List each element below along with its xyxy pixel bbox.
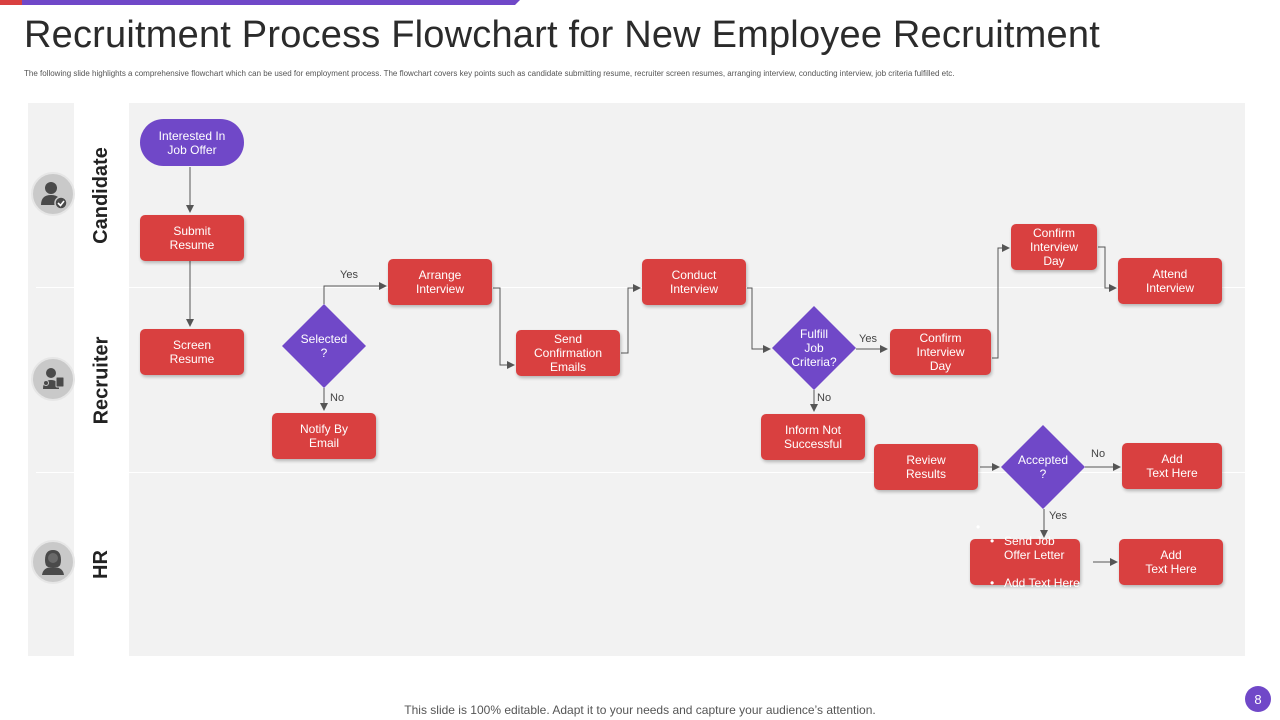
recruiter-icon <box>31 357 75 401</box>
node-confirm-interview-day-candidate[interactable]: Confirm Interview Day <box>1011 224 1097 270</box>
bullet-send-job-offer: Send Job Offer Letter <box>990 534 1080 562</box>
edge-label-selected-no: No <box>330 392 345 404</box>
node-send-confirmation-emails[interactable]: Send Confirmation Emails <box>516 330 620 376</box>
woman-user-icon <box>31 540 75 584</box>
node-submit-resume[interactable]: Submit Resume <box>140 215 244 261</box>
lane-divider-2 <box>36 472 1245 473</box>
page-title: Recruitment Process Flowchart for New Em… <box>24 14 1100 56</box>
accent-bar-red <box>0 0 22 5</box>
edge-label-accepted-no: No <box>1091 448 1106 460</box>
page-subtitle: The following slide highlights a compreh… <box>24 69 955 78</box>
node-conduct-interview[interactable]: Conduct Interview <box>642 259 746 305</box>
node-arrange-interview[interactable]: Arrange Interview <box>388 259 492 305</box>
node-add-text-here-1[interactable]: Add Text Here <box>1122 443 1222 489</box>
node-notify-by-email[interactable]: Notify By Email <box>272 413 376 459</box>
decision-accepted-shape <box>1001 425 1085 509</box>
decision-fulfill-shape <box>772 306 856 390</box>
edge-label-fulfill-yes: Yes <box>859 333 877 345</box>
lane-label-column <box>74 103 129 656</box>
node-review-results[interactable]: Review Results <box>874 444 978 490</box>
bullet-add-text: Add Text Here <box>990 576 1080 590</box>
node-selected-decision[interactable]: Selected ? <box>300 332 348 360</box>
node-screen-resume[interactable]: Screen Resume <box>140 329 244 375</box>
page-number-badge: 8 <box>1245 686 1271 712</box>
accent-bar-purple <box>22 0 520 5</box>
node-accepted-decision[interactable]: Accepted ? <box>1017 453 1069 481</box>
decision-selected-shape <box>282 304 366 388</box>
edge-label-selected-yes: Yes <box>340 269 358 281</box>
user-check-icon <box>31 172 75 216</box>
node-send-job-offer-letter[interactable]: Send Job Offer Letter Add Text Here <box>970 520 1080 590</box>
node-fulfill-criteria-decision[interactable]: Fulfill Job Criteria? <box>791 327 837 369</box>
node-attend-interview[interactable]: Attend Interview <box>1118 258 1222 304</box>
node-confirm-interview-day-recruiter[interactable]: Confirm Interview Day <box>890 329 991 375</box>
edge-label-accepted-yes: Yes <box>1049 510 1067 522</box>
node-inform-not-successful[interactable]: Inform Not Successful <box>761 414 865 460</box>
node-add-text-here-2[interactable]: Add Text Here <box>1119 539 1223 585</box>
edge-label-fulfill-no: No <box>817 392 832 404</box>
footer-note: This slide is 100% editable. Adapt it to… <box>404 703 876 717</box>
node-interested-in-job-offer[interactable]: Interested In Job Offer <box>140 119 244 166</box>
